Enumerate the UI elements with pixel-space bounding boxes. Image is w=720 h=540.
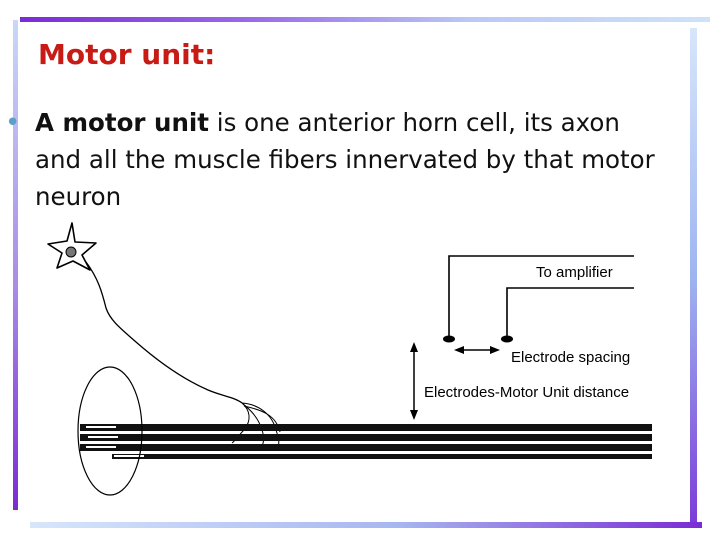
electrode-spacing-label: Electrode spacing — [511, 349, 630, 366]
bullet-icon: • — [5, 108, 21, 138]
axon — [85, 261, 243, 404]
to-amplifier-label: To amplifier — [536, 264, 613, 281]
bullet-body: is one anterior horn cell, its axon and … — [35, 108, 655, 211]
frame-bottom-bar — [30, 522, 702, 528]
electrode-distance-arrow — [410, 342, 418, 420]
electrode-1 — [443, 335, 455, 343]
electrodes-distance-label: Electrodes-Motor Unit distance — [424, 384, 629, 401]
neuron-nucleus — [65, 246, 77, 258]
frame-top-bar — [20, 17, 710, 22]
frame-left-bar — [13, 20, 18, 510]
motor-unit-diagram: To amplifier Electrode spacing Electrode… — [47, 222, 652, 496]
electrode-2 — [501, 335, 513, 343]
electrode-spacing-arrow — [454, 346, 500, 354]
slide-title: Motor unit: — [38, 38, 216, 71]
fiber-bundle-outline — [77, 366, 143, 496]
muscle-fibers — [80, 424, 652, 459]
bullet-term: A motor unit — [35, 108, 210, 137]
electrode-leads — [448, 255, 634, 336]
frame-right-bar — [690, 28, 697, 528]
bullet-text: A motor unit is one anterior horn cell, … — [35, 104, 655, 215]
neuron-cell-body — [47, 222, 97, 271]
